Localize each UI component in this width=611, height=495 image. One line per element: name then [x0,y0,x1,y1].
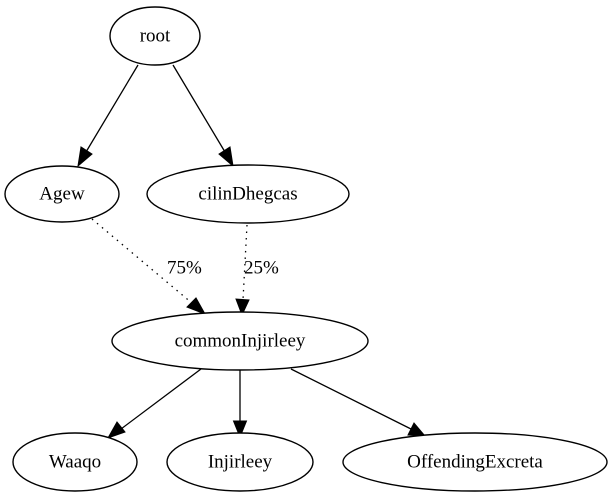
node-common[interactable]: commonInjirleey [111,311,369,371]
edge-label-cilin-common: 25% [244,257,279,278]
node-waaqo[interactable]: Waaqo [12,432,138,492]
node-label-common: commonInjirleey [175,330,306,351]
node-label-root: root [140,25,171,46]
node-label-agew: Agew [39,183,85,204]
edge-common-offending [290,368,427,437]
edge-cilin-common: 25% [235,224,279,317]
edge-agew-common: 75% [91,218,207,315]
node-offending[interactable]: OffendingExcreta [342,432,608,492]
edge-label-agew-common: 75% [167,257,202,278]
edge-root-agew [77,64,139,168]
node-label-injirleey: Injirleey [208,451,273,472]
edge-common-injirleey [232,369,248,439]
node-injirleey[interactable]: Injirleey [166,432,314,492]
node-root[interactable]: root [109,6,201,66]
node-cilin[interactable]: cilinDhegcas [146,164,350,224]
node-label-waaqo: Waaqo [49,451,101,472]
node-label-cilin: cilinDhegcas [198,183,297,204]
edge-common-waaqo [106,368,202,439]
edge-root-cilin [172,64,234,168]
node-label-offending: OffendingExcreta [407,451,543,472]
node-agew[interactable]: Agew [4,165,120,223]
